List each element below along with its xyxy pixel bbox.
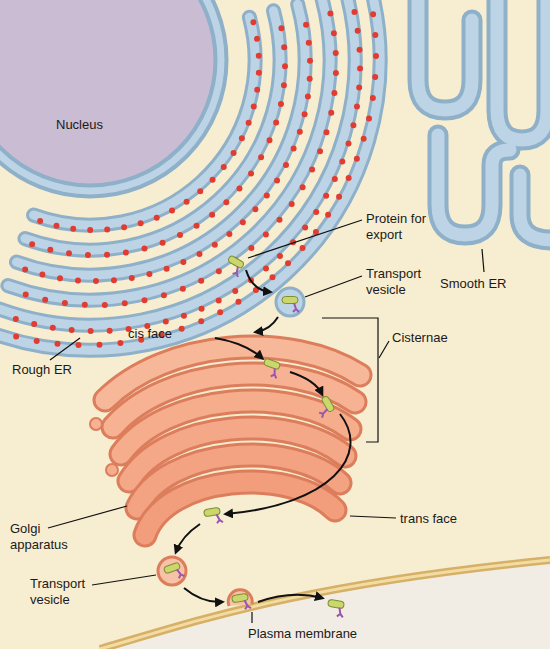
protein-body	[282, 297, 298, 304]
label-holder: Smooth ER	[440, 276, 540, 292]
nucleus-shape	[0, 0, 230, 200]
protein	[223, 255, 245, 277]
leader-line	[48, 506, 127, 528]
carbohydrate	[271, 368, 280, 379]
part-label: Protein for export	[366, 211, 446, 243]
smooth-er	[418, 0, 550, 240]
leader-line	[482, 249, 484, 272]
label-holder: Plasma membrane	[248, 626, 388, 642]
label-holder: Transport vesicle	[366, 266, 446, 298]
leader-line	[350, 516, 396, 518]
cisterna	[145, 482, 335, 535]
flow-arrow	[176, 524, 200, 552]
part-label: Cisternae	[392, 330, 492, 346]
label-holder: Protein for export	[366, 211, 446, 243]
part-label: Plasma membrane	[248, 626, 388, 642]
carbohydrate	[233, 266, 243, 277]
extracellular-space	[100, 560, 550, 649]
carbohydrate	[337, 607, 344, 617]
label-holder: trans face	[400, 511, 500, 527]
er-transport-vesicle	[276, 288, 304, 316]
leader-line	[379, 341, 389, 358]
nuclear-envelope	[0, 0, 221, 191]
protein	[204, 507, 223, 525]
carbohydrate	[243, 599, 250, 609]
smooth-er-lumen	[418, 0, 550, 240]
carbohydrate	[319, 408, 330, 418]
label-holder: Rough ER	[12, 362, 102, 378]
protein-body	[227, 255, 244, 269]
part-label: Transport vesicle	[366, 266, 446, 298]
cisterna-outline	[145, 482, 335, 535]
protein	[282, 297, 299, 313]
node-label: Nucleus	[56, 117, 103, 133]
fusing-vesicle	[228, 590, 252, 606]
leader-line	[50, 338, 80, 360]
leader-line	[251, 612, 252, 623]
golgi-transport-vesicle	[158, 557, 186, 585]
protein-body	[321, 395, 335, 412]
leader-line	[92, 575, 156, 585]
protein-body	[328, 599, 345, 609]
flow-arrow	[215, 338, 262, 358]
nucleus-node: Nucleus	[0, 0, 230, 200]
label-holder: Golgi apparatus	[10, 521, 82, 553]
protein	[326, 599, 345, 617]
carbohydrate	[176, 568, 185, 579]
golgi-stack	[105, 347, 360, 535]
carbohydrate	[215, 513, 222, 523]
flow-arrows	[176, 270, 351, 602]
part-label: cis face	[128, 326, 208, 342]
protein	[163, 562, 184, 582]
leader-line	[248, 220, 362, 258]
plasma-membrane	[100, 560, 550, 649]
protein	[232, 593, 251, 611]
plasma-membrane-core	[100, 560, 550, 649]
protein	[314, 395, 336, 417]
label-holder: cis face	[128, 326, 208, 342]
part-label: trans face	[400, 511, 500, 527]
protein-body	[263, 358, 280, 370]
part-label: Smooth ER	[440, 276, 540, 292]
flow-arrow	[226, 414, 351, 514]
nuclear-envelope-lumen	[0, 0, 221, 191]
leader-lines	[48, 220, 484, 623]
flow-arrow	[184, 588, 222, 602]
protein	[260, 358, 281, 378]
proteins	[163, 255, 345, 617]
flow-arrow	[256, 317, 278, 332]
golgi-bud	[90, 418, 102, 430]
flow-arrow	[258, 595, 322, 602]
bracket	[322, 318, 378, 442]
carbohydrate	[293, 303, 299, 312]
flow-arrow	[246, 270, 270, 292]
part-label: Rough ER	[12, 362, 102, 378]
smooth-er-tube	[418, 0, 550, 240]
label-holder: Cisternae	[392, 330, 492, 346]
part-label: Transport vesicle	[30, 576, 110, 608]
leader-line	[305, 276, 362, 297]
flow-arrow	[290, 372, 322, 394]
label-holder: Transport vesicle	[30, 576, 110, 608]
golgi-bud	[106, 464, 118, 476]
part-label: Golgi apparatus	[10, 521, 82, 553]
